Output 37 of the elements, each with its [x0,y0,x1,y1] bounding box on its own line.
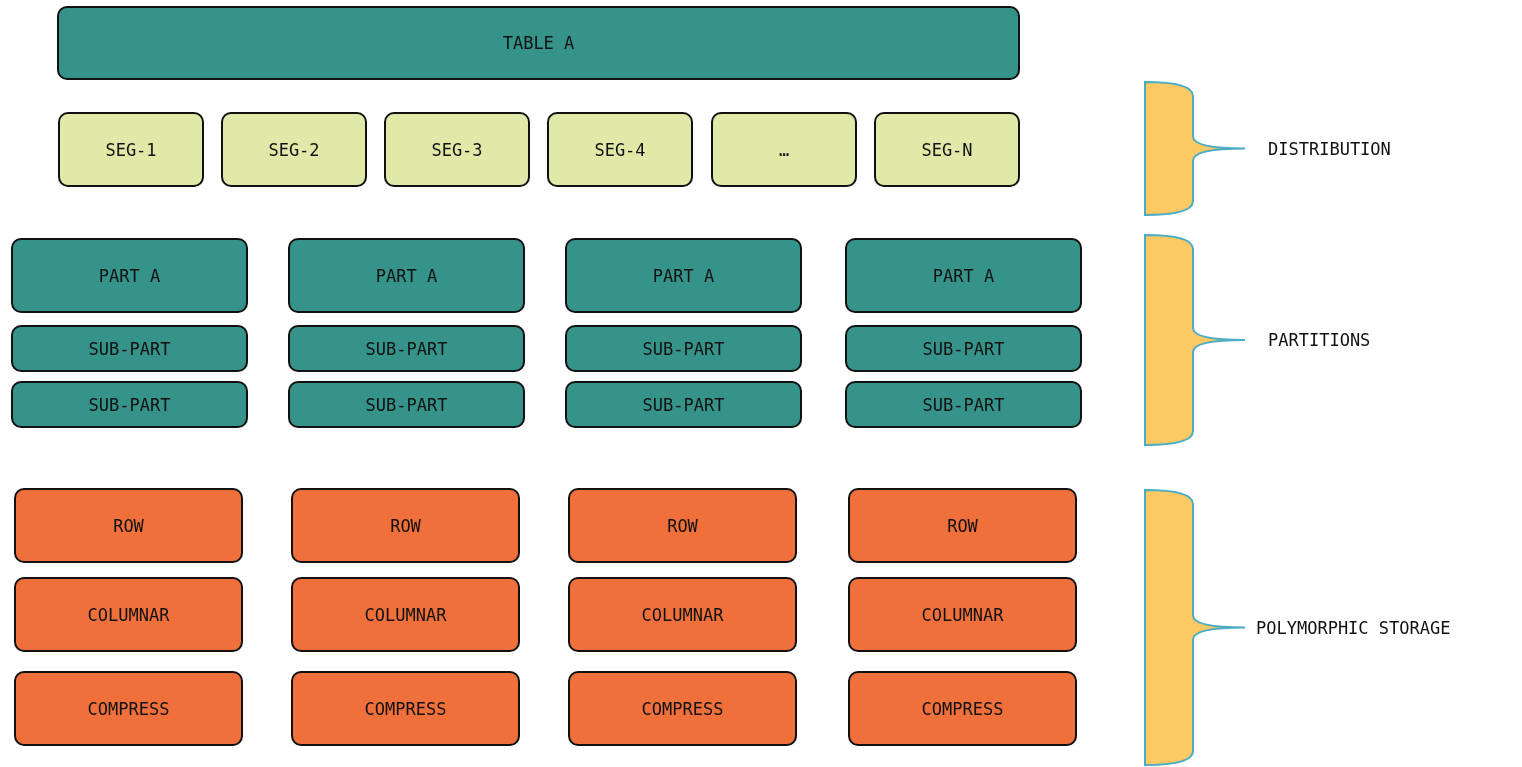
partition-box: PART A [565,238,802,313]
storage-box: ROW [848,488,1077,563]
brace [1144,234,1246,446]
storage-box: COMPRESS [568,671,797,746]
segment-box: SEG-1 [58,112,204,187]
table-box: TABLE A [57,6,1020,80]
segment-box: SEG-2 [221,112,367,187]
brace [1144,489,1246,766]
segment-box: SEG-4 [547,112,693,187]
storage-box: COLUMNAR [14,577,243,652]
brace-label: DISTRIBUTION [1268,138,1391,159]
storage-box: COLUMNAR [848,577,1077,652]
partition-box: PART A [288,238,525,313]
segment-box: SEG-N [874,112,1020,187]
brace-label: POLYMORPHIC STORAGE [1256,617,1451,638]
storage-box: COLUMNAR [291,577,520,652]
subpartition-box: SUB-PART [288,381,525,428]
storage-box: ROW [568,488,797,563]
brace-label: PARTITIONS [1268,330,1371,350]
partition-box: PART A [11,238,248,313]
storage-box: ROW [291,488,520,563]
subpartition-box: SUB-PART [11,381,248,428]
subpartition-box: SUB-PART [845,381,1082,428]
subpartition-box: SUB-PART [565,381,802,428]
storage-box: COMPRESS [291,671,520,746]
subpartition-box: SUB-PART [11,325,248,372]
storage-box: COMPRESS [848,671,1077,746]
subpartition-box: SUB-PART [565,325,802,372]
subpartition-box: SUB-PART [845,325,1082,372]
storage-box: COLUMNAR [568,577,797,652]
subpartition-box: SUB-PART [288,325,525,372]
brace [1144,81,1246,216]
storage-box: COMPRESS [14,671,243,746]
segment-box: SEG-3 [384,112,530,187]
segment-box: … [711,112,857,187]
storage-box: ROW [14,488,243,563]
partition-box: PART A [845,238,1082,313]
